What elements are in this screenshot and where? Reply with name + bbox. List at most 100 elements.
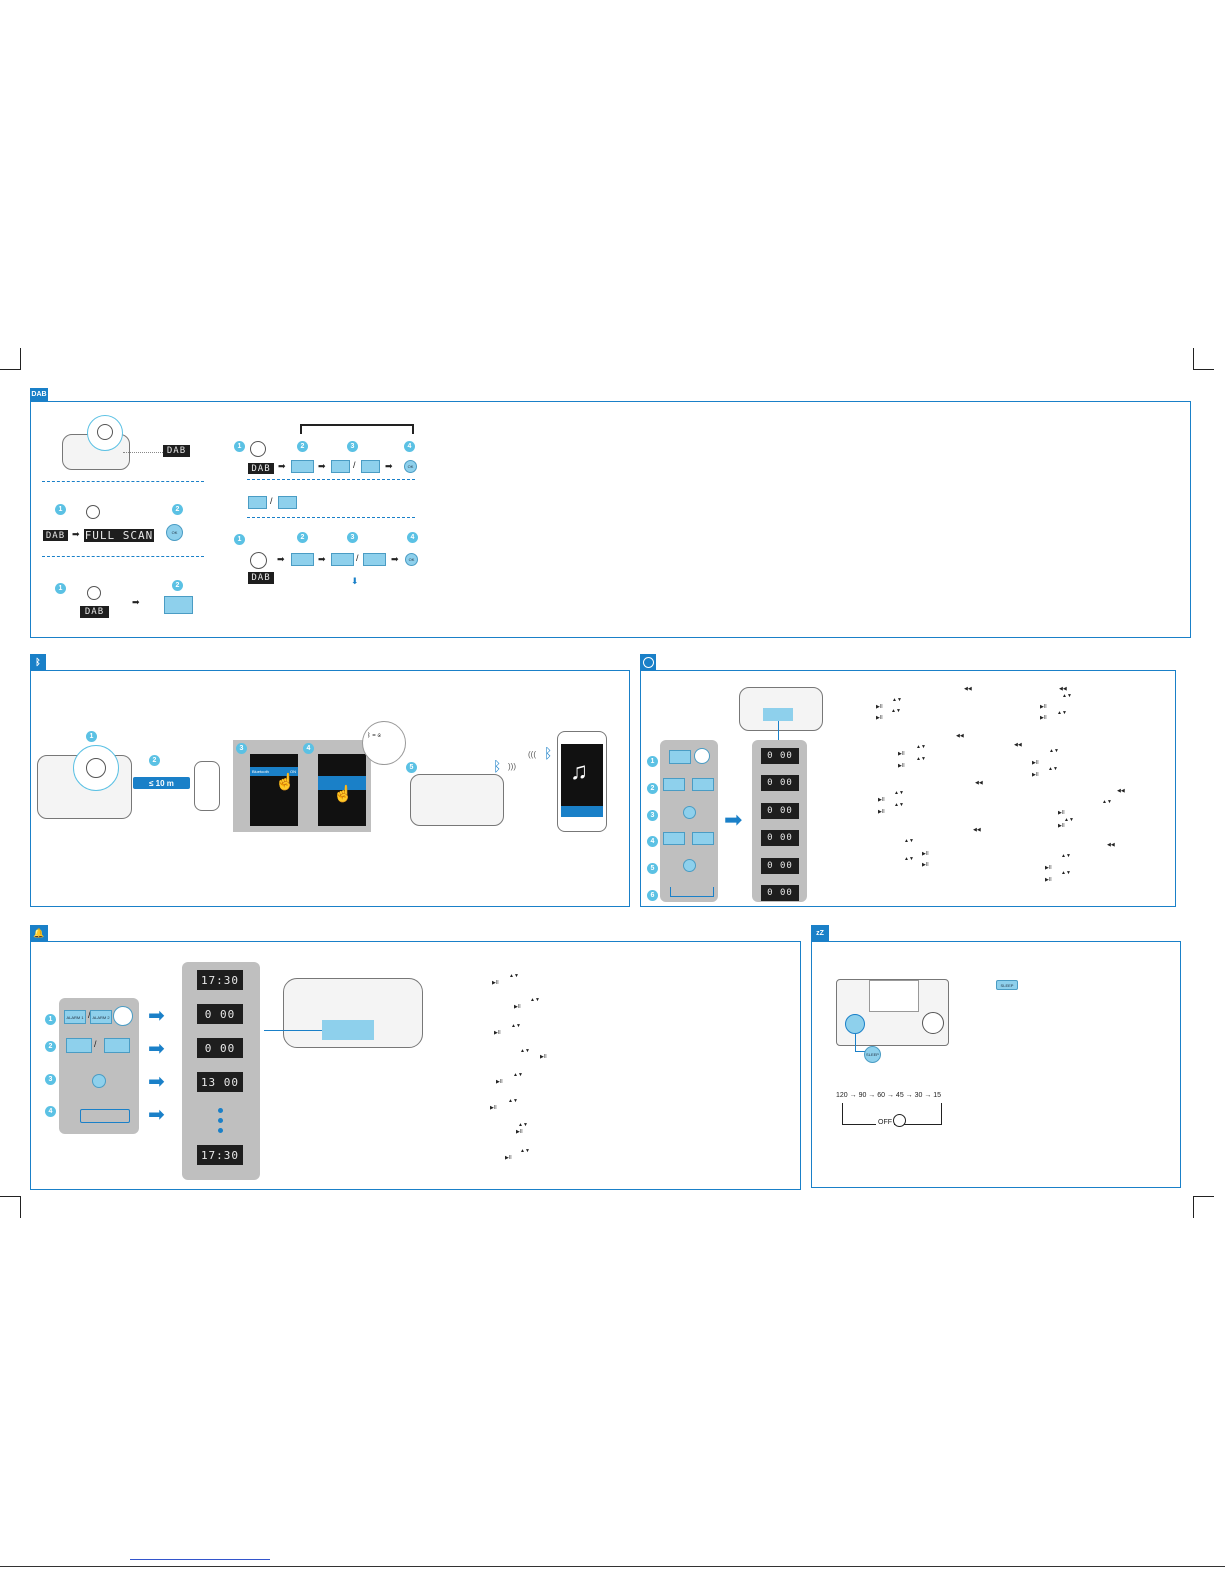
up-button[interactable]	[663, 778, 685, 791]
bluetooth-tab: ᛒ	[30, 654, 46, 670]
crop-mark	[20, 348, 21, 370]
slash: /	[356, 553, 359, 563]
glyph: ▶II	[1040, 715, 1047, 721]
down-button[interactable]	[692, 778, 714, 791]
glyph: ◀◀	[1117, 788, 1125, 794]
step-4: 4	[404, 441, 415, 452]
clock-display: 0 00	[761, 830, 799, 846]
glyph: ▲▼	[520, 1048, 530, 1054]
glyph: ▶II	[540, 1054, 547, 1060]
glyph: ▶II	[516, 1129, 523, 1135]
step-3: 3	[236, 743, 247, 754]
clock-set-button[interactable]	[669, 750, 691, 764]
glyph: ▶II	[1040, 704, 1047, 710]
alarm1-button[interactable]: ALARM 1	[64, 1010, 86, 1024]
hold-timer-icon	[113, 1006, 133, 1026]
glyph: ▲▼	[1049, 748, 1059, 754]
glyph: ▶II	[514, 1004, 521, 1010]
volume-knob	[922, 1012, 944, 1034]
slash: /	[270, 496, 273, 506]
bluetooth-setting-row[interactable]: Bluetooth ON	[250, 767, 298, 776]
glyph: ▶II	[878, 797, 885, 803]
device-list-screen	[318, 754, 366, 826]
down-button[interactable]	[692, 832, 714, 845]
source-knob	[86, 505, 100, 519]
divider	[42, 481, 204, 482]
sleep-button-highlight	[845, 1014, 865, 1034]
ok-button[interactable]: OK	[404, 460, 417, 473]
alarm-displays-panel	[182, 962, 260, 1180]
step-1: 1	[55, 504, 66, 515]
glyph: ▶II	[1045, 877, 1052, 883]
glyph: ▲▼	[892, 697, 902, 703]
glyph: ▶II	[922, 851, 929, 857]
prev-button[interactable]	[248, 496, 267, 509]
glyph: ▲▼	[1048, 766, 1058, 772]
bottom-rule	[0, 1566, 1225, 1567]
down-button[interactable]	[104, 1038, 130, 1053]
glyph: ▲▼	[508, 1098, 518, 1104]
prev-button[interactable]	[331, 460, 350, 473]
step-3: 3	[647, 810, 658, 821]
ok-button[interactable]	[683, 859, 696, 872]
player-controls[interactable]	[561, 806, 603, 817]
range-arrow: ≤ 10 m	[133, 777, 190, 789]
step-3: 3	[347, 532, 358, 543]
bluetooth-on-toggle[interactable]: ON	[290, 769, 296, 774]
timer-icon	[893, 1114, 906, 1127]
step-2: 2	[172, 580, 183, 591]
clock-display: 0 00	[761, 803, 799, 819]
tuning-down-button[interactable]	[363, 553, 386, 566]
glyph: ▲▼	[1061, 870, 1071, 876]
arrow-right: ➡	[318, 554, 326, 564]
sleep-button-callout: SLEEP	[864, 1046, 881, 1063]
up-button[interactable]	[66, 1038, 92, 1053]
bell-icon: 🔔	[33, 927, 45, 938]
sleep-button[interactable]: SLEEP	[996, 980, 1018, 990]
big-blue-arrow: ➡	[148, 1104, 165, 1126]
display-highlight	[763, 708, 793, 721]
glyph: ◀◀	[973, 827, 981, 833]
step-2: 2	[297, 441, 308, 452]
divider	[42, 556, 204, 557]
step-2: 2	[297, 532, 308, 543]
crop-mark	[1194, 1196, 1214, 1197]
glyph: ▲▼	[530, 997, 540, 1003]
big-blue-arrow: ➡	[148, 1005, 165, 1027]
tuning-up-button[interactable]	[331, 553, 354, 566]
glyph: ▶II	[876, 715, 883, 721]
glyph: ▲▼	[904, 856, 914, 862]
menu-button[interactable]	[291, 460, 314, 473]
glyph: ▶II	[898, 763, 905, 769]
bluetooth-panel	[30, 670, 630, 907]
crop-mark	[1193, 348, 1194, 370]
arrow-right: ➡	[277, 554, 285, 564]
slash: /	[94, 1039, 97, 1049]
crop-mark	[0, 369, 20, 370]
ok-button[interactable]	[683, 806, 696, 819]
scan-button[interactable]	[291, 553, 314, 566]
glyph: ▲▼	[1057, 710, 1067, 716]
ok-button[interactable]: OK	[405, 553, 418, 566]
step-1: 1	[55, 583, 66, 594]
glyph: ▶II	[1045, 865, 1052, 871]
ok-button[interactable]	[92, 1074, 106, 1088]
alarm2-button[interactable]: ALARM 2	[90, 1010, 112, 1024]
arrow-right: ➡	[132, 597, 140, 607]
leader-line	[264, 1030, 322, 1031]
glyph: ▲▼	[1064, 817, 1074, 823]
device-list-row[interactable]	[318, 776, 366, 790]
preset-button[interactable]	[164, 596, 193, 614]
up-button[interactable]	[663, 832, 685, 845]
ellipsis-dot	[218, 1118, 223, 1123]
clock-display: 0 00	[761, 858, 799, 874]
big-blue-arrow: ➡	[724, 807, 743, 832]
bottom-link-rule	[130, 1559, 270, 1560]
next-button[interactable]	[278, 496, 297, 509]
glyph: ▲▼	[511, 1023, 521, 1029]
ok-button[interactable]: OK	[166, 524, 183, 541]
arrow-right: ➡	[385, 461, 393, 471]
glyph: ▶II	[1058, 823, 1065, 829]
glyph: ▶II	[1032, 772, 1039, 778]
next-button[interactable]	[361, 460, 380, 473]
